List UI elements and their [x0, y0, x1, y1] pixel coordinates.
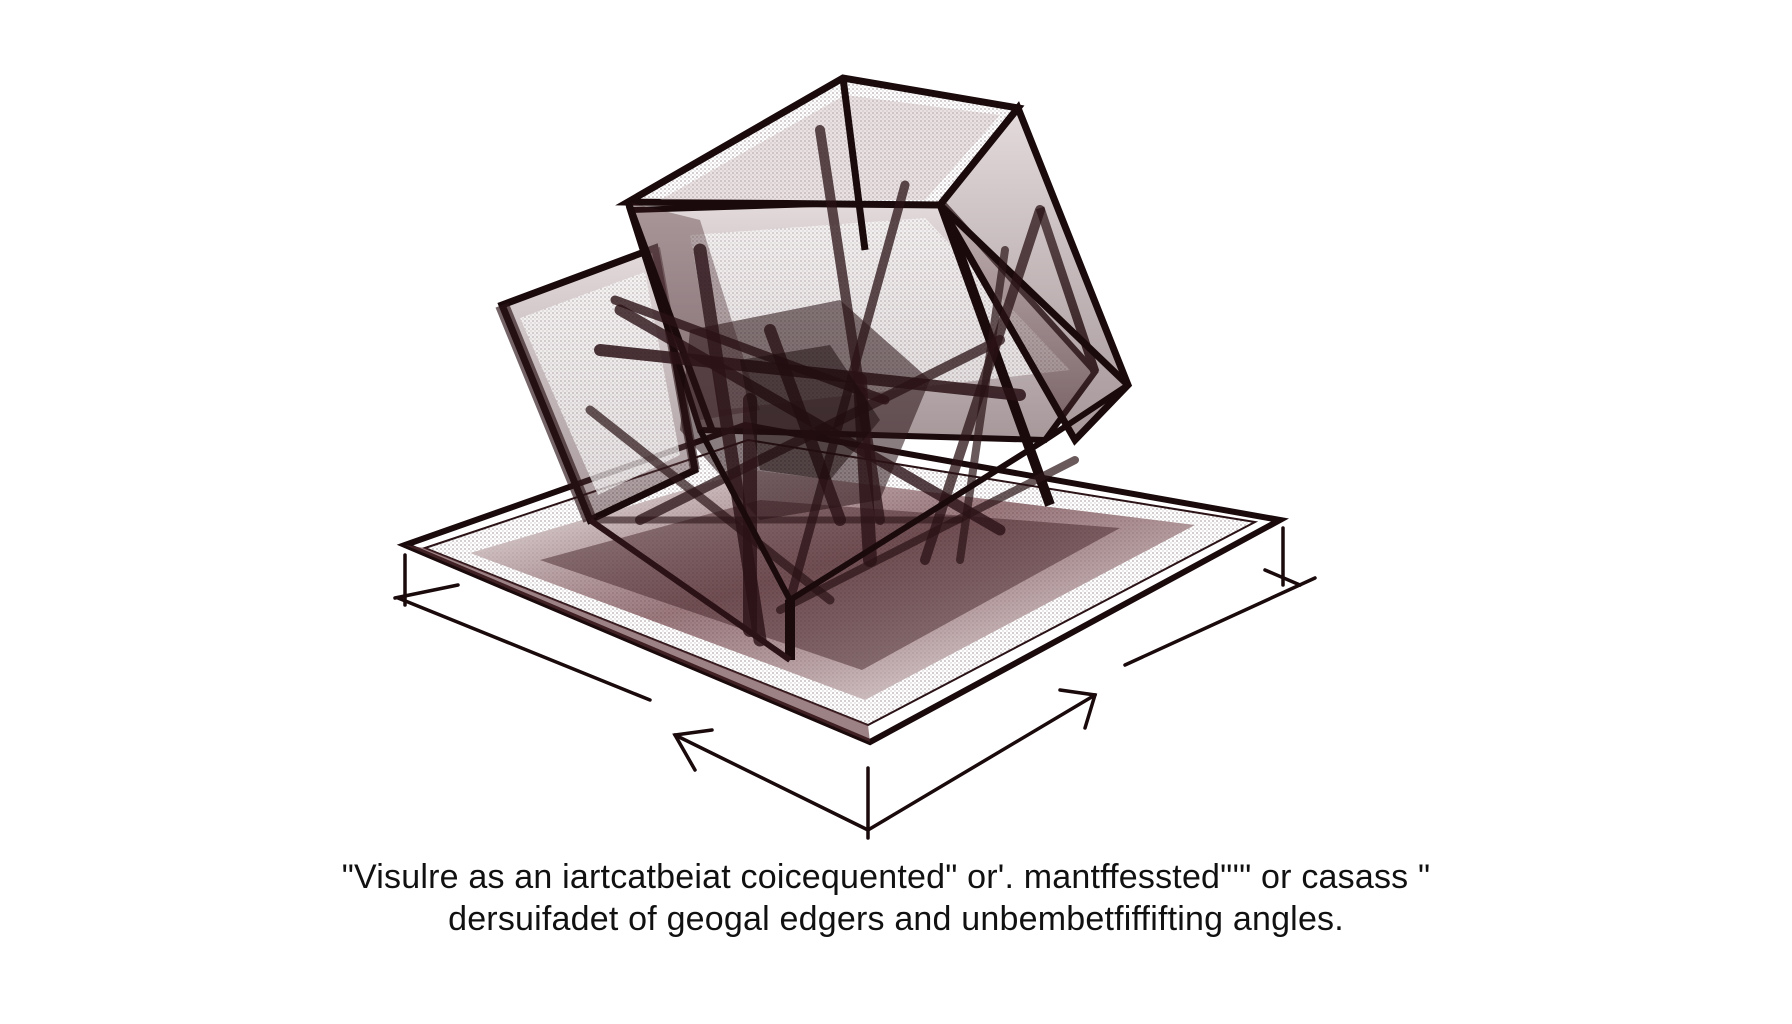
bottom-right-arrow	[866, 688, 1098, 832]
left-dimension-line	[393, 553, 652, 702]
bottom-left-arrow	[672, 728, 870, 832]
right-dimension-line	[1123, 526, 1317, 667]
caption-line-2: dersuifadet of geogal edgers and unbembe…	[448, 900, 1344, 938]
caption-line-1: "Visulre as an iartcatbeiat coicequented…	[341, 858, 1431, 896]
front-cube	[588, 382, 1130, 663]
top-cube	[615, 74, 1133, 446]
structure-core	[680, 300, 930, 520]
dimension-lines	[393, 526, 1317, 840]
geometric-structure	[495, 74, 1133, 663]
